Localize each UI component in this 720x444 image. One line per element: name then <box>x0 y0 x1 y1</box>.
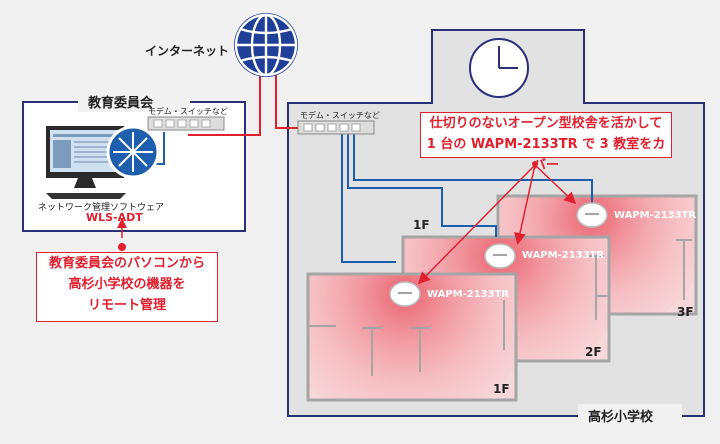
board-callout-line-1: 教育委員会のパソコンから <box>48 256 205 271</box>
floor-1 <box>306 272 518 402</box>
software-caption: ネットワーク管理ソフトウェア <box>38 203 165 213</box>
board-title: 教育委員会 <box>88 96 154 111</box>
floor-label-2f: 2F <box>585 345 602 359</box>
school-switch-label: モデム・スイッチなど <box>300 111 380 120</box>
software-name: WLS-ADT <box>86 211 143 224</box>
board-callout: 教育委員会のパソコンから 高杉小学校の機器を リモート管理 <box>36 252 218 322</box>
ap-label-2f: WAPM-2133TR <box>522 250 605 261</box>
switch-icon <box>297 120 375 135</box>
ap-label-3f: WAPM-2133TR <box>614 210 697 221</box>
floor-label-3f: 3F <box>677 305 694 319</box>
floor-label-top: 1F <box>413 218 430 232</box>
access-point-icon <box>576 202 608 228</box>
ap-label-1f: WAPM-2133TR <box>427 289 510 300</box>
switch-icon <box>147 116 225 131</box>
floor-label-1f: 1F <box>493 382 510 396</box>
access-point-icon <box>389 281 421 307</box>
board-callout-line-2: 高杉小学校の機器を <box>68 277 186 292</box>
access-point-icon <box>484 243 516 269</box>
school-callout-line-1: 仕切りのないオープン型校舎を活かして <box>429 116 663 131</box>
clock-icon <box>469 38 529 98</box>
lan-cables <box>341 134 593 263</box>
school-callout: 仕切りのないオープン型校舎を活かして 1 台の WAPM-2133TR で 3 … <box>420 112 672 173</box>
board-callout-line-3: リモート管理 <box>87 298 166 313</box>
network-hub-icon <box>106 125 160 179</box>
globe-icon <box>234 13 298 77</box>
internet-uplink <box>188 75 298 136</box>
school-callout-line-2: 1 台の WAPM-2133TR で 3 教室をカバー <box>426 137 666 173</box>
internet-label: インターネット <box>145 44 230 58</box>
board-switch-label: モデム・スイッチなど <box>148 107 228 116</box>
school-title: 高杉小学校 <box>588 410 654 425</box>
